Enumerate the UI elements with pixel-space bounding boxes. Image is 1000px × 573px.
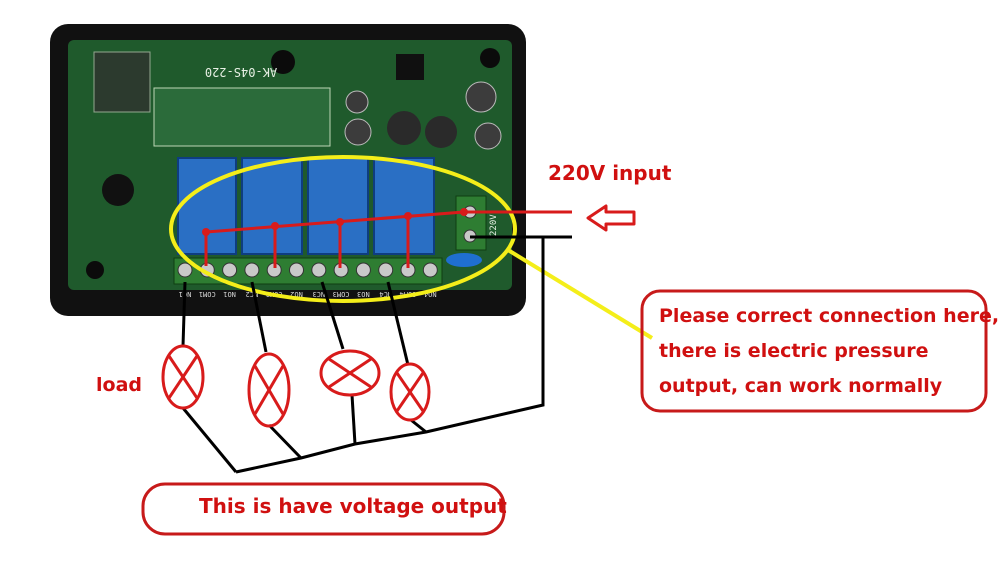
junction: [202, 228, 210, 236]
chip: [93, 51, 151, 113]
load-label: load: [96, 374, 142, 396]
junction: [336, 218, 344, 226]
lamp-return-1: [181, 407, 238, 473]
chip: [396, 54, 424, 80]
neutral-wire-down: [235, 237, 545, 474]
terminal-label: NO2: [290, 290, 303, 298]
callout-line: output, can work normally: [659, 375, 943, 397]
terminal-screw: [378, 262, 394, 278]
terminal-label: COM1: [199, 290, 216, 298]
callout-pointer: [506, 248, 654, 340]
relay-4: [373, 157, 435, 255]
board-model: AK-04S-220: [205, 65, 277, 79]
callout-line: Please correct connection here,: [659, 305, 1000, 327]
load-wire-3: [320, 281, 345, 350]
lamp-return-4: [410, 418, 427, 434]
voltage-output-box: [141, 482, 506, 536]
terminal-screws: [177, 262, 438, 278]
lamp-icon: [389, 362, 431, 422]
relay-2: [241, 157, 303, 255]
relay-3: [307, 157, 369, 255]
terminal-label: COM3: [333, 290, 350, 298]
capacitor: [474, 122, 502, 150]
voltage-output-label: This is have voltage output: [199, 494, 507, 518]
terminal-label: NO3: [357, 290, 370, 298]
terminal-screw: [311, 262, 327, 278]
antenna-coil: [102, 174, 134, 206]
capacitor: [345, 90, 369, 114]
terminal-screw: [422, 262, 438, 278]
mount-hole: [271, 50, 295, 74]
input-arrow-icon: [586, 204, 636, 232]
terminal-screw: [177, 262, 193, 278]
terminal-screw: [244, 262, 260, 278]
terminal-label: NO1: [223, 290, 236, 298]
capacitor: [425, 116, 457, 148]
lamp-icon: [161, 344, 205, 410]
terminal-label: NC4: [379, 290, 392, 298]
load-wire-4: [386, 281, 410, 366]
input-label: 220V input: [548, 161, 672, 185]
junction: [404, 212, 412, 220]
terminal-screw: [289, 262, 304, 278]
capacitor: [465, 81, 497, 113]
terminal-screw: [355, 262, 371, 278]
lamp-icon: [247, 352, 291, 428]
highlight-ellipse: [169, 155, 517, 303]
junction: [460, 208, 468, 216]
terminal-label: NC2: [246, 290, 259, 298]
lamp-return-2: [267, 423, 303, 460]
input-terminal-label: 220V: [489, 214, 499, 236]
mount-hole: [86, 261, 104, 279]
terminal-screw: [222, 262, 238, 278]
callout-text: Please correct connection here, there is…: [659, 299, 999, 404]
capacitor: [387, 111, 421, 145]
mount-hole: [480, 48, 500, 68]
load-wire-1: [181, 281, 187, 347]
lamp-return-3: [350, 394, 357, 445]
load-wire-2: [250, 281, 268, 353]
terminal-label: NO4: [424, 290, 437, 298]
controller-board: AK-04S-220 220V NC1COM1NO1NC2COM2NO2NC3C…: [50, 24, 526, 316]
terminal-label: NC3: [312, 290, 325, 298]
lamp-icon: [319, 349, 381, 397]
capacitor: [344, 118, 372, 146]
label-plate: [153, 87, 331, 147]
junction: [271, 222, 279, 230]
live-wire-bus: [204, 210, 572, 266]
capacitor-blue: [446, 253, 482, 267]
callout-line: there is electric pressure: [659, 340, 929, 362]
callout-box: [640, 289, 988, 413]
